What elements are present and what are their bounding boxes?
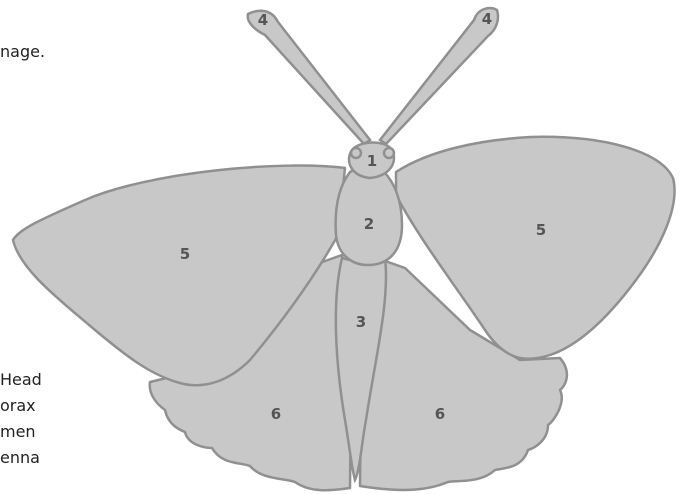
label-forewing-left: 5 <box>180 245 190 263</box>
label-hindwing-left: 6 <box>271 405 281 423</box>
label-head: 1 <box>367 152 377 170</box>
label-forewing-right: 5 <box>536 221 546 239</box>
label-thorax: 2 <box>364 215 374 233</box>
label-abdomen: 3 <box>356 313 366 331</box>
left-eye <box>351 148 361 158</box>
right-eye <box>384 148 394 158</box>
label-antenna-right: 4 <box>482 10 492 28</box>
antenna-left <box>248 11 370 144</box>
label-hindwing-right: 6 <box>435 405 445 423</box>
label-antenna-left: 4 <box>258 11 268 29</box>
antenna-right <box>380 8 498 144</box>
